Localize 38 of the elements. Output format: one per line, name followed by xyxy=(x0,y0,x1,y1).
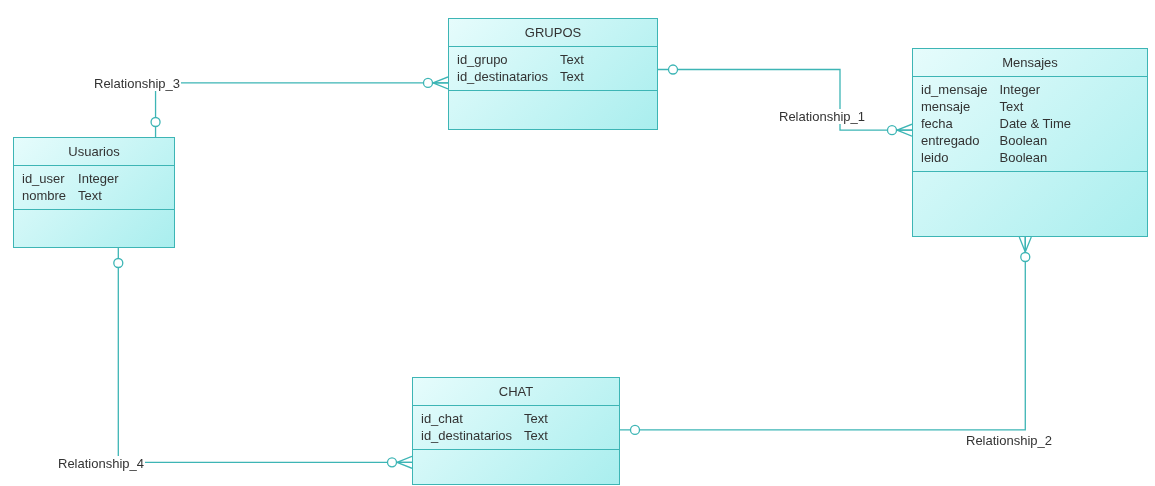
attribute-name: id_grupo xyxy=(457,52,509,67)
attribute-name: id_destinatarios xyxy=(421,428,513,443)
attribute-name: id_mensaje xyxy=(921,82,988,97)
attribute-type: Text xyxy=(524,428,549,443)
attribute-name: nombre xyxy=(22,188,67,203)
attribute-type: Text xyxy=(560,52,585,67)
entity-name: Usuarios xyxy=(68,144,120,159)
attribute-type: Boolean xyxy=(999,133,1049,148)
entity-name: CHAT xyxy=(498,384,534,399)
relationship-line xyxy=(619,236,1032,436)
attribute-name: entregado xyxy=(921,133,981,148)
attribute-type: Text xyxy=(524,411,549,426)
entity-table xyxy=(412,377,620,485)
attribute-name: leido xyxy=(921,150,950,165)
relationship-line xyxy=(657,64,913,137)
attribute-type: Text xyxy=(78,188,103,203)
entity-name: Mensajes xyxy=(1002,55,1058,70)
attribute-name: fecha xyxy=(921,116,954,131)
attribute-name: id_chat xyxy=(421,411,464,426)
entity-table xyxy=(13,137,175,248)
edge-label: Relationship_2 xyxy=(965,433,1053,448)
attribute-name: id_destinatarios xyxy=(457,69,549,84)
entity-table xyxy=(448,18,658,130)
edge-label: Relationship_4 xyxy=(57,456,145,471)
attribute-type: Text xyxy=(560,69,585,84)
attribute-type: Text xyxy=(999,99,1025,114)
attribute-type: Integer xyxy=(78,171,120,186)
edge-label: Relationship_3 xyxy=(93,76,181,91)
attribute-name: mensaje xyxy=(921,99,972,114)
attribute-name: id_user xyxy=(22,171,66,186)
entity-table xyxy=(912,48,1148,237)
relationship-line xyxy=(150,76,449,138)
relationship-line xyxy=(113,247,413,469)
attribute-type: Date & Time xyxy=(999,116,1073,131)
edge-label: Relationship_1 xyxy=(778,109,866,124)
attribute-type: Boolean xyxy=(999,150,1049,165)
attribute-type: Integer xyxy=(999,82,1041,97)
entity-name: GRUPOS xyxy=(524,25,582,40)
